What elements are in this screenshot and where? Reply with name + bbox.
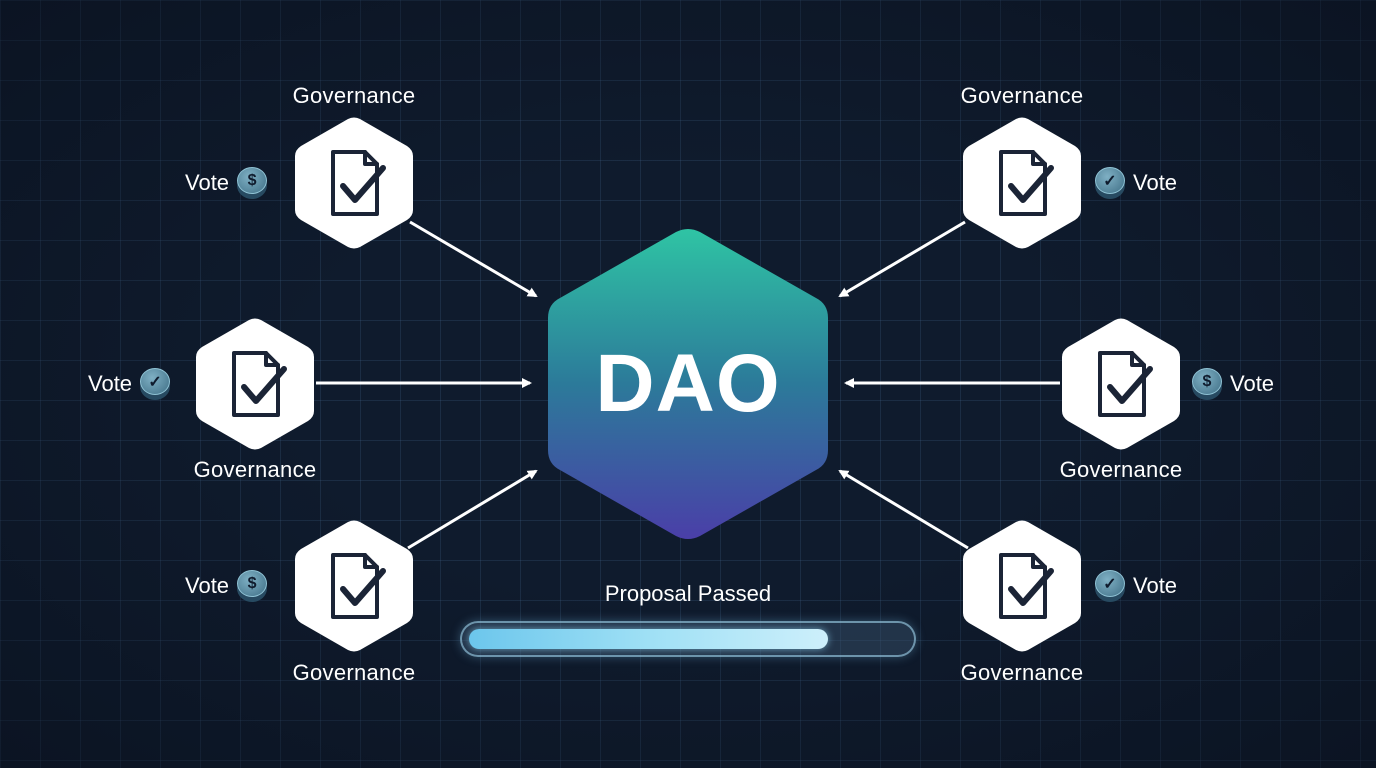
arrow-top-right [838, 220, 966, 298]
document-check-icon [1098, 351, 1153, 417]
document-check-icon [999, 150, 1054, 216]
vote-label: Vote [185, 170, 230, 195]
governance-label: Governance [960, 660, 1084, 685]
check-coin-icon: ✓ [1095, 570, 1125, 602]
governance-node-bottom-right[interactable] [963, 519, 1081, 653]
governance-label: Governance [292, 660, 416, 685]
governance-node-bottom-left[interactable] [295, 519, 413, 653]
vote-label: Vote [1133, 573, 1178, 598]
vote-label: Vote [88, 371, 133, 396]
vote-label-group[interactable]: ✓ Vote [1095, 570, 1177, 602]
proposal-progress-fill [469, 629, 828, 649]
dao-title: DAO [595, 338, 781, 429]
vote-label: Vote [1230, 371, 1275, 396]
proposal-progress-bar [460, 621, 916, 657]
vote-label: Vote [185, 573, 230, 598]
vote-label-group[interactable]: $ Vote [1192, 368, 1274, 400]
vote-label-group[interactable]: Vote $ [185, 570, 268, 602]
dao-hexagon[interactable] [548, 228, 828, 540]
vote-label-group[interactable]: ✓ Vote [1095, 167, 1177, 199]
arrow-bottom-right [838, 469, 969, 550]
check-coin-icon: ✓ [1095, 167, 1125, 199]
document-check-icon [999, 553, 1054, 619]
governance-label: Governance [193, 457, 317, 482]
dollar-coin-icon: $ [237, 570, 268, 602]
dollar-coin-icon: $ [1192, 368, 1222, 400]
arrow-top-left [409, 220, 538, 298]
vote-label: Vote [1133, 170, 1178, 195]
vote-label-group[interactable]: Vote ✓ [88, 368, 171, 400]
vote-label-group[interactable]: Vote $ [185, 167, 268, 199]
governance-node-mid-left[interactable] [196, 317, 314, 451]
document-check-icon [331, 150, 386, 216]
arrow-bottom-left [407, 469, 538, 550]
document-check-icon [232, 351, 287, 417]
governance-label: Governance [960, 83, 1084, 108]
dollar-coin-icon: $ [237, 167, 268, 199]
document-check-icon [331, 553, 386, 619]
governance-node-top-left[interactable] [295, 116, 413, 250]
governance-label: Governance [1059, 457, 1183, 482]
governance-node-mid-right[interactable] [1062, 317, 1180, 451]
proposal-status-label: Proposal Passed [604, 581, 772, 606]
check-coin-icon: ✓ [140, 368, 171, 400]
governance-label: Governance [292, 83, 416, 108]
governance-node-top-right[interactable] [963, 116, 1081, 250]
